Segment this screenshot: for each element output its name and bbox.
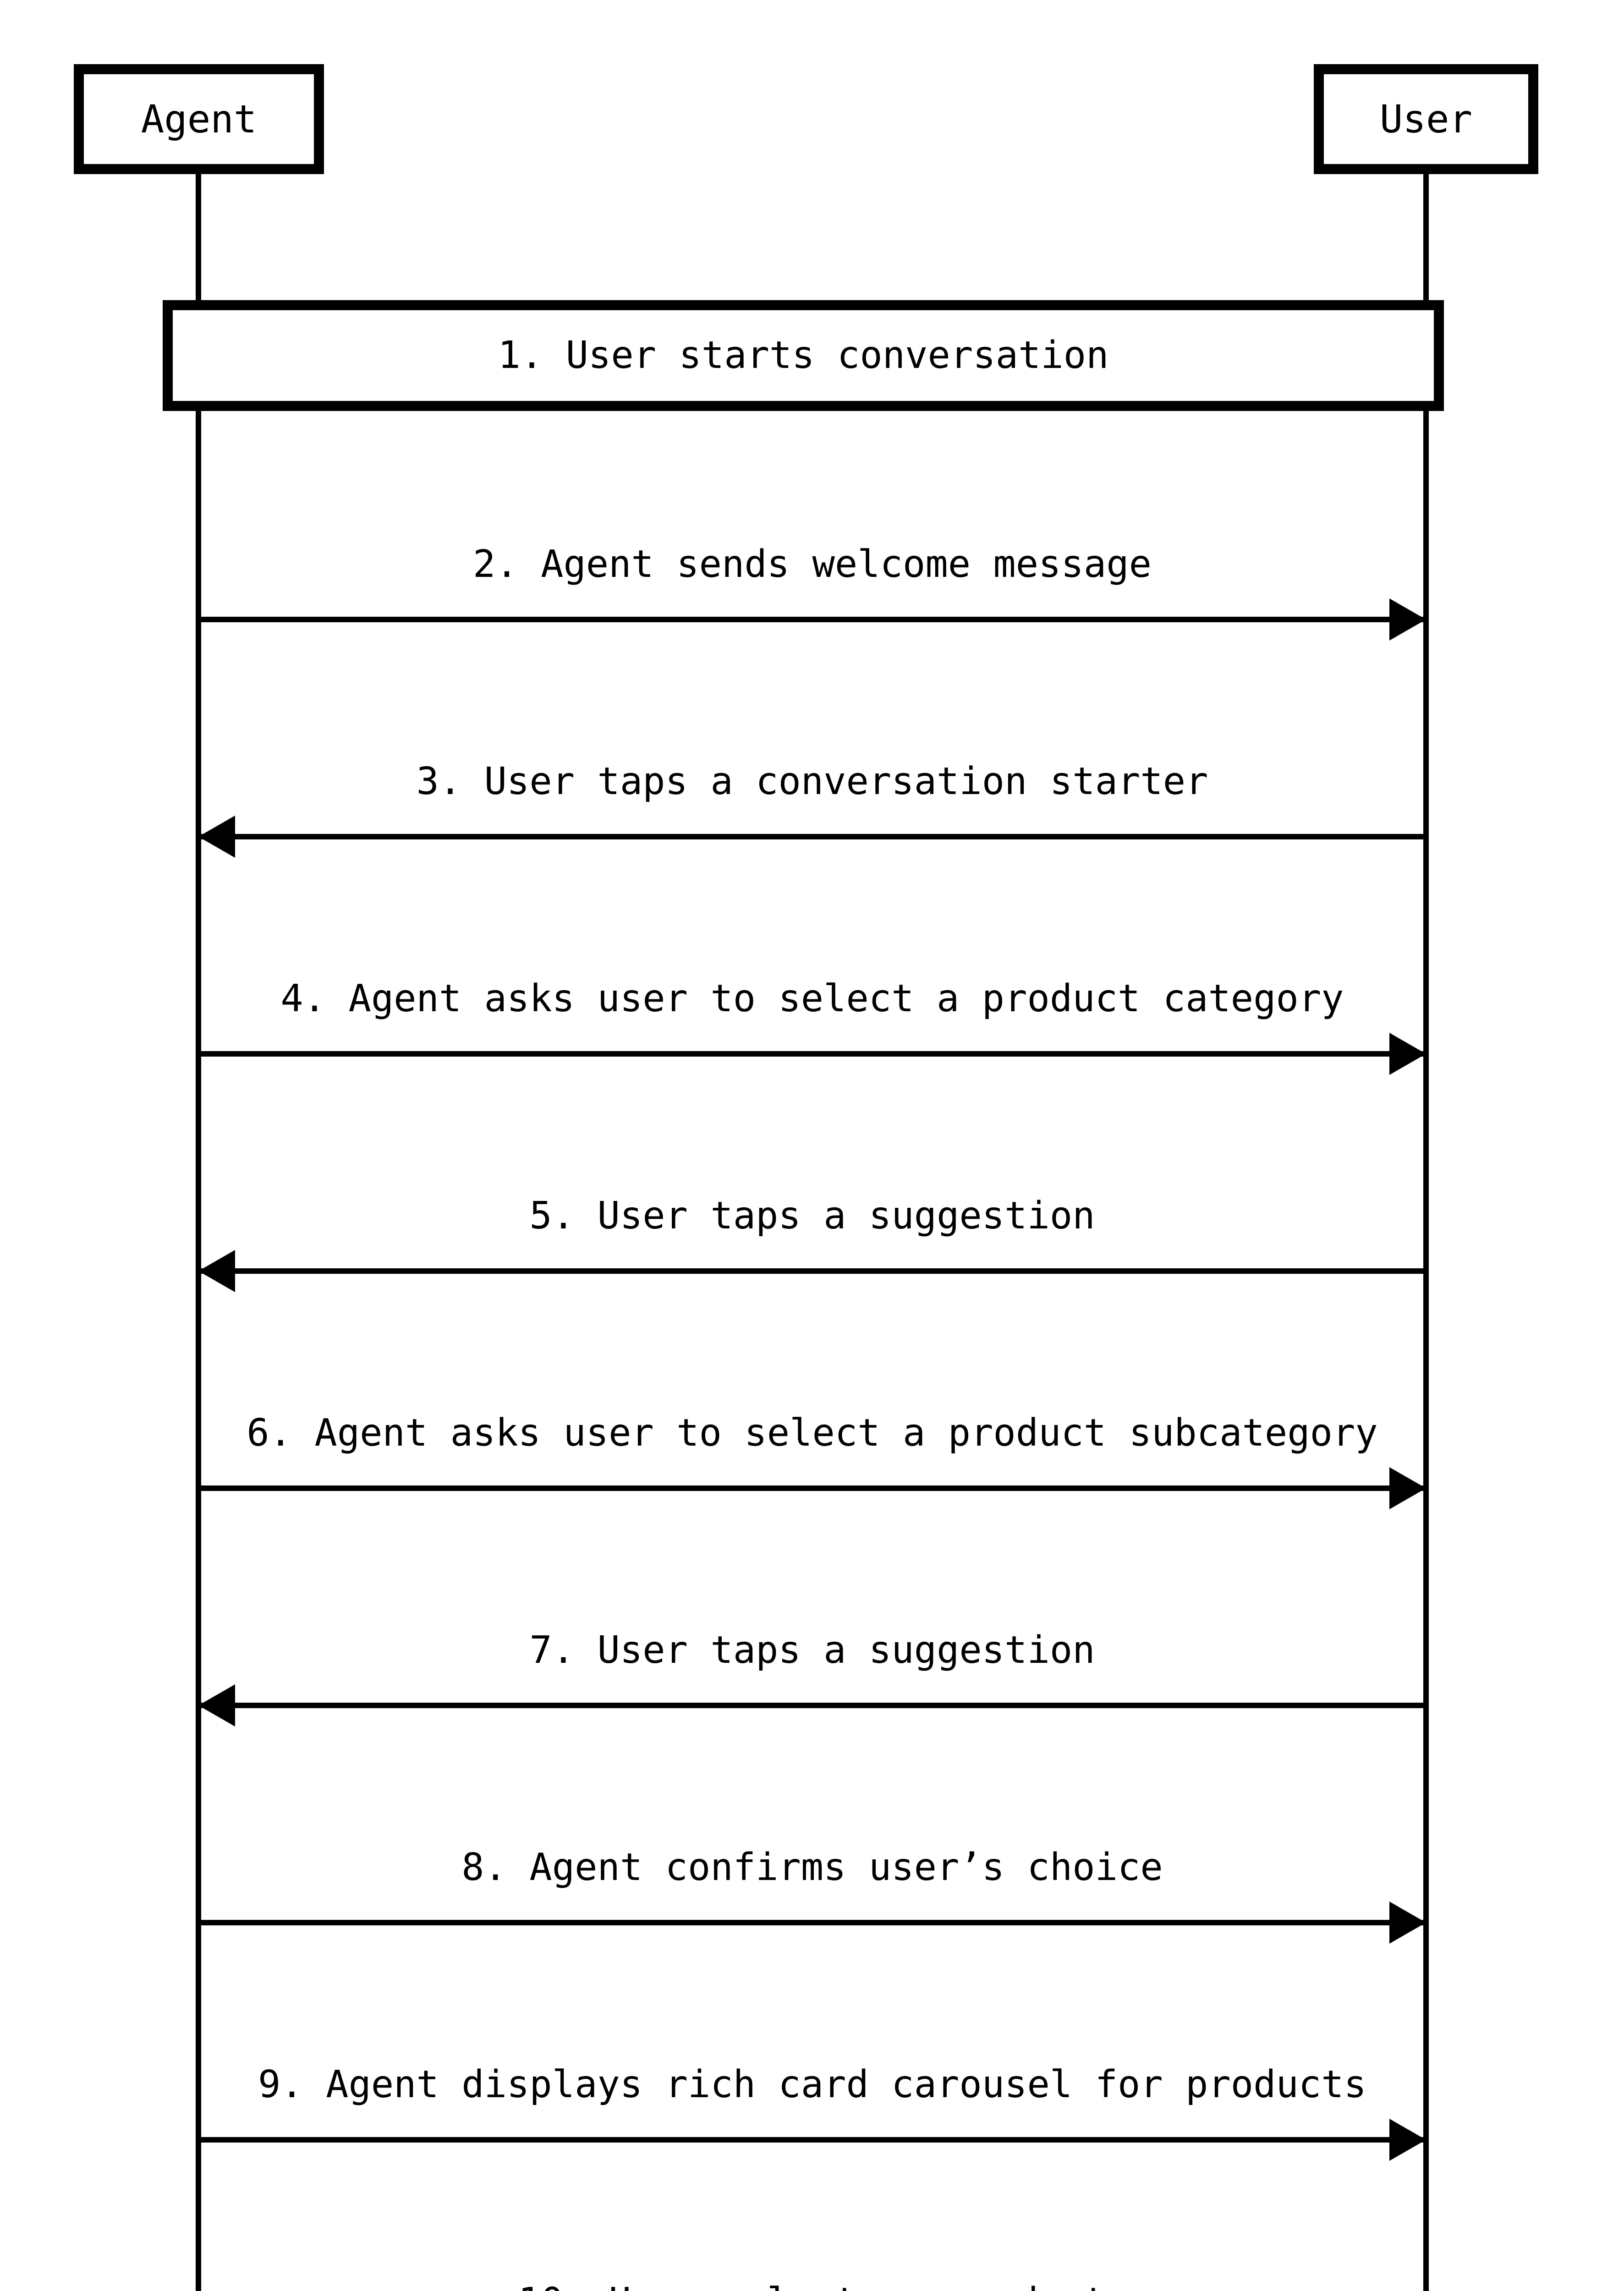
arrowhead-right-icon <box>1389 2119 1426 2161</box>
message-line <box>198 617 1426 622</box>
message-label: 8. Agent confirms user’s choice <box>461 1846 1163 1889</box>
arrowhead-left-icon <box>198 1250 235 1292</box>
message-label: 3. User taps a conversation starter <box>416 760 1208 803</box>
message-line <box>198 1920 1426 1925</box>
message-line <box>198 1485 1426 1491</box>
actor-box-user-top: User <box>1314 64 1538 174</box>
message-label: 5. User taps a suggestion <box>529 1194 1095 1238</box>
banner-step-1: 1. User starts conversation <box>163 300 1444 411</box>
message-label: 10. User selects a product <box>198 2278 1426 2291</box>
actor-label-agent: Agent <box>141 97 257 142</box>
arrowhead-right-icon <box>1389 1033 1426 1075</box>
message-label: 2. Agent sends welcome message <box>472 543 1152 586</box>
actor-box-agent-top: Agent <box>74 64 324 174</box>
lifeline-agent <box>196 173 201 2291</box>
message-label: 9. Agent displays rich card carousel for… <box>258 2063 1367 2106</box>
message-line <box>198 1703 1426 1708</box>
message-label: 6. Agent asks user to select a product s… <box>247 1411 1378 1455</box>
message-line <box>198 1051 1426 1057</box>
arrowhead-right-icon <box>1389 1902 1426 1944</box>
arrowhead-left-icon <box>198 1684 235 1726</box>
banner-label: 1. User starts conversation <box>498 334 1109 377</box>
message-label: 7. User taps a suggestion <box>529 1628 1095 1672</box>
message-line <box>198 1268 1426 1274</box>
arrowhead-left-icon <box>198 816 235 858</box>
message-label: 4. Agent asks user to select a product c… <box>280 977 1344 1020</box>
message-line <box>198 2137 1426 2143</box>
message-line <box>198 834 1426 839</box>
lifeline-user <box>1423 173 1429 2291</box>
actor-label-user: User <box>1379 97 1473 142</box>
arrowhead-right-icon <box>1389 598 1426 641</box>
arrowhead-right-icon <box>1389 1467 1426 1509</box>
